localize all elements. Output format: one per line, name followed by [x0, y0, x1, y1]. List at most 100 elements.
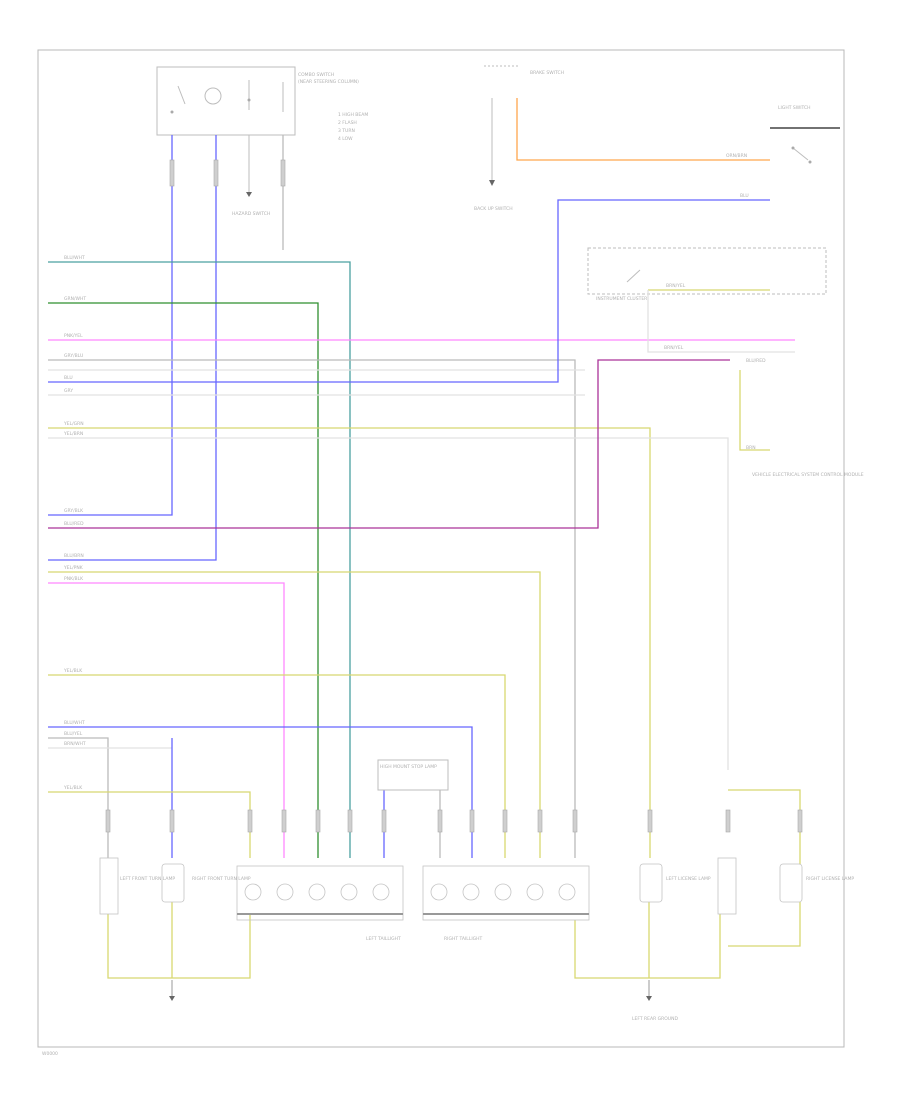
hazard-switch: HAZARD SWITCH	[232, 135, 270, 217]
hazard-switch-label: HAZARD SWITCH	[232, 211, 270, 217]
combo-option-3: 3 TURN	[338, 128, 355, 134]
wire-label-w12: YEL/PNK	[63, 565, 84, 571]
wire-label-w10: BLU/RED	[64, 521, 84, 527]
combo-option-1: 1 HIGH BEAM	[338, 112, 368, 118]
combo-switch: COMBO SWITCH (NEAR STEERING COLUMN) 1 HI…	[156, 66, 368, 142]
connector-pin-4	[281, 809, 287, 833]
wire-label-w17: BRN/WHT	[64, 741, 86, 747]
combo-switch-sub: (NEAR STEERING COLUMN)	[298, 79, 359, 85]
brake-switch-label: BRAKE SWITCH	[530, 70, 564, 76]
wire-24	[516, 98, 770, 161]
wire-label-w23: BRN/YEL	[664, 345, 684, 351]
wire-label-w5: BLU	[64, 375, 73, 381]
wire-label-w24: BRN	[746, 445, 756, 451]
wire-label-w15: BLU/WHT	[64, 720, 85, 726]
wire-33	[728, 902, 801, 947]
wire-7	[48, 359, 576, 858]
connector-pin-5	[315, 809, 321, 833]
wire-label-w21: BRN/YEL	[666, 283, 686, 289]
control-module: VEHICLE ELECTRICAL SYSTEM CONTROL MODULE	[752, 472, 864, 478]
wire-2	[48, 135, 217, 561]
wire-21	[48, 791, 251, 858]
connector-pin-9	[469, 809, 475, 833]
connector-pin-12	[572, 809, 578, 833]
connector-pin-2	[169, 809, 175, 833]
connector-pin-6	[347, 809, 353, 833]
instrument-cluster-label: INSTRUMENT CLUSTER	[596, 296, 647, 302]
wire-label-w2: GRN/WHT	[64, 296, 86, 302]
wire-13	[48, 359, 730, 529]
wire-label-w20: BLU	[740, 193, 749, 199]
combo-option-2: 2 FLASH	[338, 120, 357, 126]
wire-label-w16: BLU/YEL	[64, 731, 83, 737]
wire-18	[48, 737, 109, 858]
top-connector-pin-2	[213, 159, 219, 187]
control-module-label: VEHICLE ELECTRICAL SYSTEM CONTROL MODULE	[752, 472, 864, 478]
connector-pin-11	[537, 809, 543, 833]
wire-label-group: BLU/WHT GRN/WHT PNK/YEL GRY/BLU BLU GRY YEL/GR…	[63, 153, 766, 791]
left-license-lamp-label: LEFT LICENSE LAMP	[666, 876, 711, 882]
high-mount-stop-lamp-label: HIGH MOUNT STOP LAMP	[380, 764, 437, 770]
wire-9	[48, 199, 770, 383]
connector-pin-7	[381, 809, 387, 833]
wire-label-w6: GRY	[64, 388, 73, 394]
ground-left	[169, 980, 175, 1001]
wire-group	[48, 98, 803, 979]
left-front-turn-lamp: LEFT FRONT TURN LAMP	[99, 857, 175, 915]
right-taillight-label: RIGHT TAILLIGHT	[444, 936, 483, 942]
light-switch-label: LIGHT SWITCH	[778, 105, 811, 111]
combo-switch-label: COMBO SWITCH	[298, 72, 334, 78]
wire-27	[739, 370, 770, 451]
right-taillight: RIGHT TAILLIGHT	[422, 865, 590, 942]
wire-label-w22: BLU/RED	[746, 358, 766, 364]
wire-4	[48, 261, 351, 858]
top-connector-pin-1	[169, 159, 175, 187]
wire-label-w9: GRY/BLK	[64, 508, 84, 514]
wire-label-w4: GRY/BLU	[64, 353, 83, 359]
wire-label-w19: ORN/BRN	[726, 153, 747, 159]
combo-option-4: 4 LOW	[338, 136, 353, 142]
left-license-lamp: LEFT LICENSE LAMP	[639, 863, 711, 903]
wire-label-w3: PNK/YEL	[64, 333, 83, 339]
left-taillight-label: LEFT TAILLIGHT	[366, 936, 401, 942]
wire-label-w8: YEL/BRN	[63, 431, 83, 437]
wire-1	[48, 135, 173, 516]
diagram-code: W0000	[42, 1051, 58, 1057]
wire-30	[574, 914, 721, 979]
wire-15	[48, 582, 285, 858]
connector-pin-8	[437, 809, 443, 833]
wire-label-w1: BLU/WHT	[64, 255, 85, 261]
instrument-cluster: INSTRUMENT CLUSTER	[587, 247, 827, 302]
right-license-lamp: RIGHT LICENSE LAMP	[717, 857, 854, 915]
wire-14	[48, 571, 541, 858]
back-up-switch-label: BACK UP SWITCH	[474, 206, 513, 212]
right-front-turn-lamp: RIGHT FRONT TURN LAMP	[161, 863, 251, 903]
wire-label-w7: YEL/GRN	[63, 421, 84, 427]
connector-pin-1	[105, 809, 111, 833]
wire-label-w18: YEL/BLK	[63, 785, 83, 791]
connector-pin-13	[647, 809, 653, 833]
high-mount-stop-lamp-box: HIGH MOUNT STOP LAMP	[377, 759, 449, 791]
wire-11	[48, 427, 651, 858]
right-license-lamp-label: RIGHT LICENSE LAMP	[806, 876, 854, 882]
connector-pin-14	[725, 809, 731, 833]
left-taillight: LEFT TAILLIGHT	[236, 865, 404, 942]
right-front-turn-lamp-label: RIGHT FRONT TURN LAMP	[192, 876, 251, 882]
connector-pin-10	[502, 809, 508, 833]
wire-26	[647, 290, 795, 353]
light-switch: LIGHT SWITCH	[770, 105, 840, 164]
wire-label-w14: YEL/BLK	[63, 668, 83, 674]
wire-label-w13: PNK/BLK	[64, 576, 84, 582]
wire-16	[48, 674, 506, 858]
wire-28	[107, 914, 251, 979]
left-front-turn-lamp-label: LEFT FRONT TURN LAMP	[120, 876, 175, 882]
diagram-frame	[37, 49, 845, 1048]
connector-pin-15	[797, 809, 803, 833]
wire-32	[728, 789, 801, 864]
wire-12	[48, 437, 729, 770]
ground-right: LEFT REAR GROUND	[632, 980, 678, 1022]
ground-right-label: LEFT REAR GROUND	[632, 1016, 678, 1022]
brake-switch: BRAKE SWITCH BACK UP SWITCH	[474, 65, 564, 212]
